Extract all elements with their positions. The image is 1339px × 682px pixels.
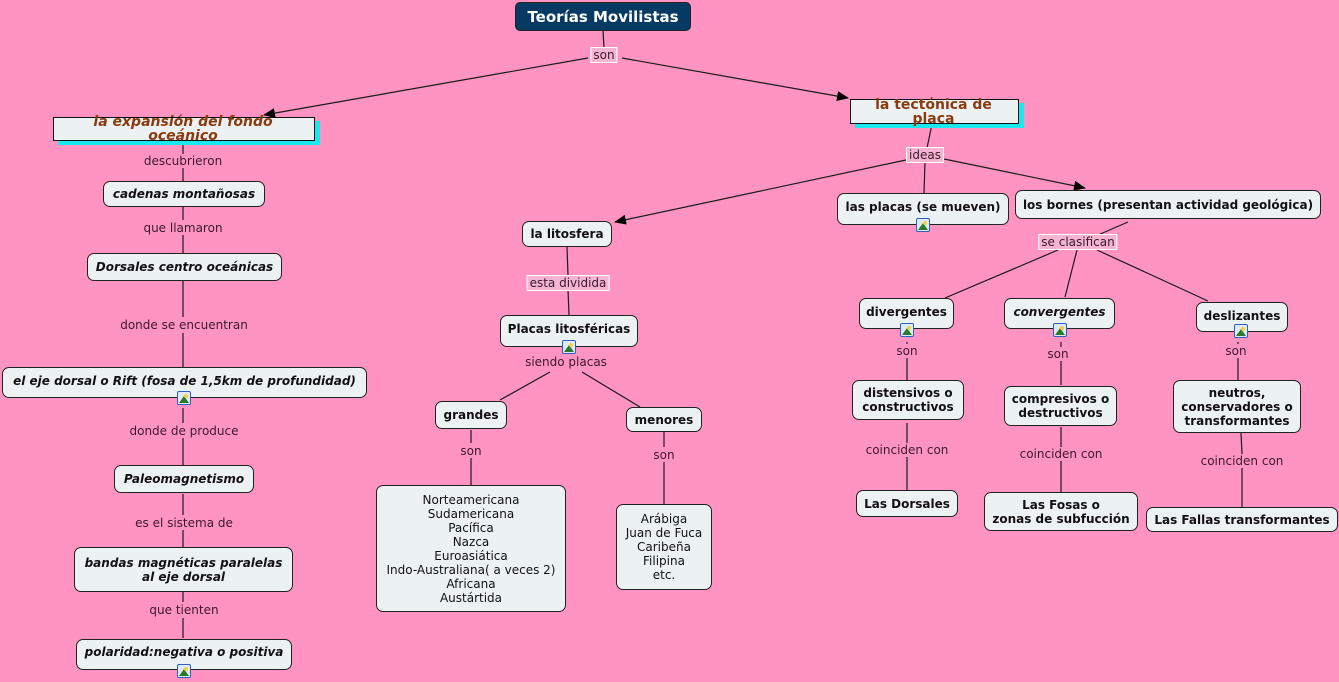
las-fosas-node[interactable]: Las Fosas o zonas de subfucción (984, 492, 1138, 531)
connector-line (499, 371, 551, 401)
expansion-node[interactable]: la expansión del fondo oceánico (53, 115, 315, 143)
link-label-son: son (590, 47, 618, 63)
connector-line (1240, 432, 1243, 455)
convergentes-node[interactable]: convergentes (1004, 298, 1115, 329)
connector-line (943, 158, 1086, 191)
cadenas-montanosas-node[interactable]: cadenas montañosas (103, 181, 265, 207)
neutros-node[interactable]: neutros, conservadores o transformantes (1173, 380, 1301, 433)
link-label-son-grandes: son (458, 444, 484, 458)
las-dorsales-node[interactable]: Las Dorsales (856, 490, 958, 517)
link-label-es-el-sistema-de: es el sistema de (133, 516, 235, 530)
link-label-donde-se-encuentran: donde se encuentran (118, 318, 250, 332)
connector-line (1064, 249, 1078, 298)
las-fallas-node[interactable]: Las Fallas transformantes (1146, 507, 1338, 532)
image-attachment-icon[interactable] (562, 340, 576, 354)
connector-line (566, 246, 569, 276)
link-label-que-tienten: que tienten (147, 603, 221, 617)
link-label-son-deslizantes: son (1223, 344, 1249, 358)
link-label-ideas: ideas (906, 147, 944, 163)
connector-line (923, 161, 926, 194)
link-label-esta-dividida: esta dividida (526, 275, 610, 291)
grandes-node[interactable]: grandes (435, 401, 507, 429)
link-label-se-clasifican: se clasifican (1038, 234, 1118, 250)
connector-line (944, 249, 1059, 299)
link-label-son-divergentes: son (894, 344, 920, 358)
link-son-tectonica (621, 57, 849, 102)
dorsales-node[interactable]: Dorsales centro oceánicas (87, 253, 282, 281)
link-title-son (602, 30, 605, 49)
image-attachment-icon[interactable] (916, 218, 930, 232)
compresivos-node[interactable]: compresivos o destructivos (1004, 386, 1117, 426)
tectonica-node[interactable]: la tectónica de placa (850, 98, 1019, 126)
connector-line (581, 371, 641, 408)
bornes-node[interactable]: los bornes (presentan actividad geológic… (1015, 190, 1321, 219)
title-node[interactable]: Teorías Movilistas (515, 2, 691, 31)
image-attachment-icon[interactable] (177, 391, 191, 405)
connector-line (926, 123, 933, 149)
image-attachment-icon[interactable] (177, 664, 191, 678)
placas-se-mueven-node[interactable]: las placas (se mueven) (837, 193, 1009, 225)
link-label-que-llamaron: que llamaron (141, 221, 225, 235)
link-label-coinciden-deslizantes: coinciden con (1198, 454, 1286, 468)
link-label-donde-de-produce: donde de produce (127, 424, 241, 438)
link-son-expansion (263, 57, 589, 119)
connector-line (1097, 221, 1129, 236)
link-label-son-menores: son (651, 448, 677, 462)
distensivos-node[interactable]: distensivos o constructivos (852, 380, 964, 420)
connector-line (614, 159, 907, 225)
connector-line (1096, 249, 1209, 302)
image-attachment-icon[interactable] (1234, 324, 1248, 338)
link-label-coinciden-divergentes: coinciden con (863, 443, 951, 457)
link-label-coinciden-convergentes: coinciden con (1017, 447, 1105, 461)
link-label-descubrieron: descubrieron (141, 154, 225, 168)
image-attachment-icon[interactable] (1053, 323, 1067, 337)
menores-node[interactable]: menores (626, 407, 702, 432)
image-attachment-icon[interactable] (900, 323, 914, 337)
grandes-plates-list[interactable]: Norteamericana Sudamericana Pacífica Naz… (376, 485, 566, 612)
paleomagnetismo-node[interactable]: Paleomagnetismo (114, 465, 254, 493)
litosfera-node[interactable]: la litosfera (522, 221, 612, 247)
link-label-son-convergentes: son (1045, 347, 1071, 361)
bandas-magneticas-node[interactable]: bandas magnéticas paralelas al eje dorsa… (74, 547, 293, 592)
link-label-siendo-placas: siendo placas (523, 355, 609, 369)
connector-line (567, 289, 570, 316)
menores-plates-list[interactable]: Arábiga Juan de Fuca Caribeña Filipina e… (616, 504, 712, 590)
